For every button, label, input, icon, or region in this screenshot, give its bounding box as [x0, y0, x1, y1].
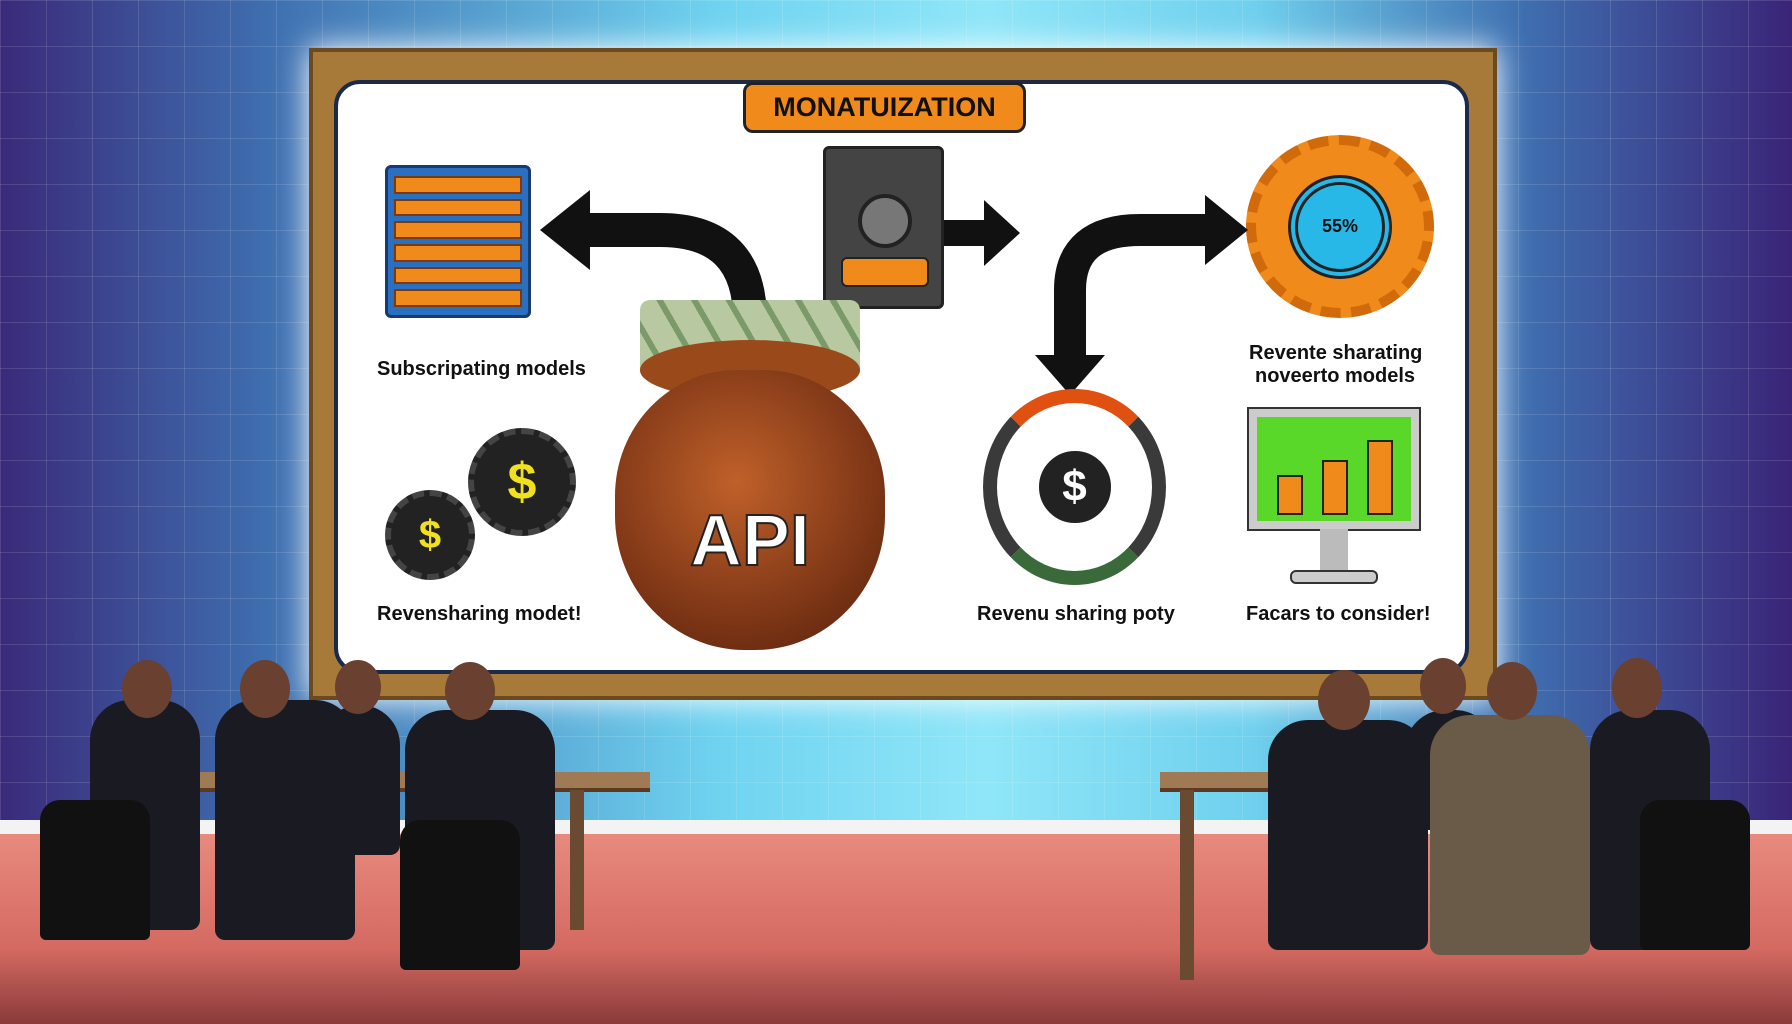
label-revenue-pot: Revenu sharing poty	[977, 603, 1175, 625]
person-head	[335, 660, 381, 714]
person-head	[1318, 670, 1370, 730]
pot-label: API	[689, 500, 811, 582]
api-pot-icon	[615, 370, 885, 650]
revenue-gauge-icon: $	[983, 389, 1166, 585]
label-revenue-sharing-1: Revente sharating	[1249, 342, 1423, 364]
person	[1430, 715, 1590, 955]
growth-chart-monitor-icon	[1247, 407, 1421, 531]
subscription-list-icon	[385, 165, 531, 318]
person-head	[1487, 662, 1537, 720]
person-head	[122, 660, 172, 718]
safe-icon	[823, 146, 944, 309]
board-title: MONATUIZATION	[743, 82, 1026, 133]
dollar-gear-small-icon: $	[385, 490, 475, 580]
gear-percent-icon: 55%	[1246, 135, 1434, 318]
gear-percent: 55%	[1288, 174, 1392, 279]
table-leg	[1180, 790, 1194, 980]
chair	[40, 800, 150, 940]
person-head	[445, 662, 495, 720]
chair	[1640, 800, 1750, 950]
person	[1268, 720, 1428, 950]
person-head	[1612, 658, 1662, 718]
monitor-foot	[1290, 570, 1378, 584]
label-subscription: Subscripating models	[377, 358, 586, 380]
label-factors: Facars to consider!	[1246, 603, 1431, 625]
label-revenue-sharing-2: noveerto models	[1255, 365, 1416, 387]
curved-arrow-icon	[1035, 195, 1248, 395]
chair	[400, 820, 520, 970]
arrows-icon	[540, 190, 1020, 321]
person-head	[240, 660, 290, 718]
person-head	[1420, 658, 1466, 714]
person	[320, 705, 400, 855]
dollar-gear-icon: $	[468, 428, 576, 536]
monitor-stand	[1320, 529, 1348, 573]
label-revenue-model: Revensharing modet!	[377, 603, 582, 625]
dollar-icon: $	[1034, 447, 1115, 527]
table-leg	[570, 790, 584, 930]
